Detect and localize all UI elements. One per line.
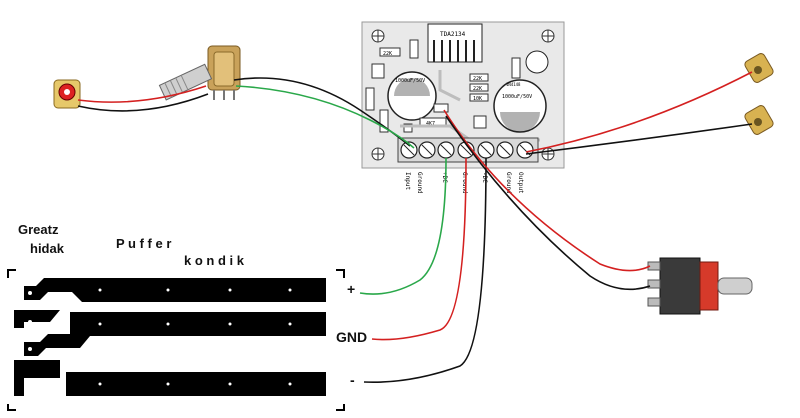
term-label-plus-dc: +DC — [441, 172, 448, 183]
amplifier-pcb: TDA2134 22K 1000uF/50V 1000uF/50V 22K 22… — [361, 21, 565, 194]
cap-big-left-label: 1000uF/50V — [395, 78, 425, 84]
term-label-input: Input — [404, 172, 411, 190]
ic-label: TDA2134 — [440, 31, 466, 38]
gnd-label: GND — [336, 329, 368, 345]
term-label-ground-1: Ground — [416, 172, 423, 194]
wire-black-out — [525, 123, 753, 155]
wire-black-input — [77, 93, 209, 112]
rectifier-board — [7, 269, 345, 411]
puffer-label: P u f f e r — [116, 236, 172, 251]
rca-input-jack — [53, 79, 81, 109]
diode-label: 1N4148 — [506, 82, 521, 87]
toggle-switch — [647, 257, 753, 315]
r-10k: 10K — [473, 96, 482, 102]
plus-label: + — [347, 281, 356, 297]
term-label-ground-3: Ground — [505, 172, 512, 194]
wire-green-plus — [359, 157, 447, 295]
bridge-label-line2: hidak — [30, 241, 64, 256]
wire-black-switch — [445, 115, 651, 291]
terminal-labels: Input Ground +DC Ground -DC Ground Outpu… — [404, 172, 524, 194]
speaker-terminal-bottom — [744, 105, 774, 135]
r-22k-mid2: 22K — [473, 86, 482, 92]
wires — [77, 71, 753, 383]
bridge-label-line1: Greatz — [18, 222, 59, 237]
potentiometer — [158, 45, 241, 101]
r-4k7: 4K7 — [426, 121, 435, 127]
terminal-block — [397, 137, 539, 163]
wire-red-out — [525, 71, 753, 153]
term-label-minus-dc: -DC — [481, 172, 488, 183]
r-22k-top: 22K — [383, 51, 392, 57]
cap-big-right-label: 1000uF/50V — [502, 94, 532, 100]
wire-black-minus — [363, 157, 487, 383]
wire-red-switch — [443, 109, 651, 272]
speaker-terminal-top — [744, 53, 774, 83]
minus-label: - — [350, 372, 355, 388]
wire-red-gnd — [371, 157, 467, 341]
wire-green-pot — [235, 85, 415, 149]
r-22k-mid: 22K — [473, 76, 482, 82]
wire-red-input — [77, 85, 207, 103]
term-label-ground-2: Ground — [461, 172, 468, 194]
term-label-output: Output — [517, 172, 524, 194]
kondik-label: k o n d i k — [184, 253, 244, 268]
